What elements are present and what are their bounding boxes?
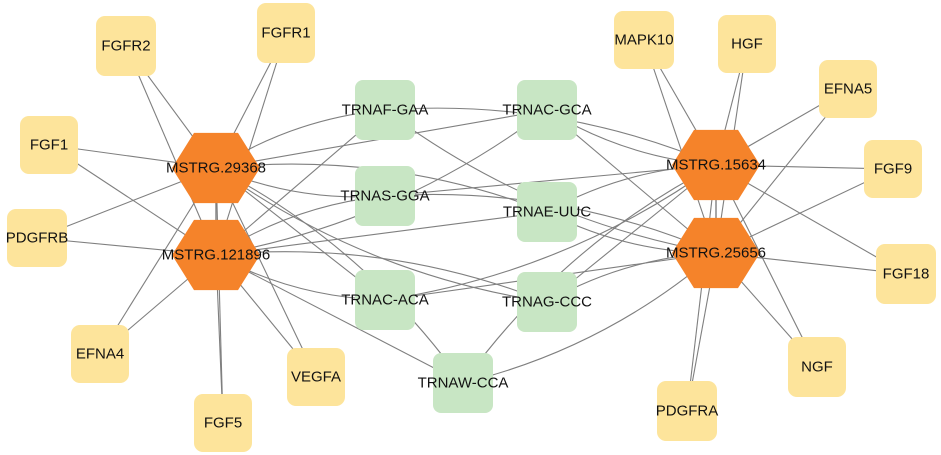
gene-node-mapk10[interactable]: MAPK10 — [614, 11, 674, 69]
hub-node-label: MSTRG.25656 — [666, 245, 766, 262]
edge-h4-t7 — [462, 252, 717, 384]
hub-node-mstrg-121896[interactable]: MSTRG.121896 — [162, 219, 270, 291]
edge-h1-t6 — [215, 167, 548, 303]
edge-h1-t7 — [215, 167, 464, 384]
gene-node-label: PDGFRB — [6, 230, 69, 247]
gene-node-shape — [718, 15, 776, 73]
hub-node-shape — [672, 217, 760, 289]
trna-node-shape — [517, 80, 577, 140]
hub-node-shape — [672, 129, 760, 201]
gene-node-shape — [819, 60, 877, 118]
gene-node-pdgfra[interactable]: PDGFRA — [656, 381, 719, 441]
trna-node-shape — [517, 182, 577, 242]
gene-node-label: FGF1 — [30, 137, 68, 154]
hub-node-mstrg-29368[interactable]: MSTRG.29368 — [166, 132, 266, 204]
trna-node-label: TRNAC-ACA — [341, 292, 429, 309]
gene-node-fgf1[interactable]: FGF1 — [20, 116, 78, 174]
gene-node-shape — [287, 348, 345, 406]
gene-node-label: EFNA5 — [824, 81, 872, 98]
trna-node-shape — [433, 353, 493, 413]
gene-node-vegfa[interactable]: VEGFA — [287, 348, 345, 406]
gene-node-shape — [614, 11, 674, 69]
gene-node-shape — [71, 325, 129, 383]
trna-node-shape — [517, 272, 577, 332]
hub-node-mstrg-25656[interactable]: MSTRG.25656 — [666, 217, 766, 289]
trna-node-shape — [355, 80, 415, 140]
gene-node-pdgfrb[interactable]: PDGFRB — [6, 209, 69, 267]
edge-h2-g2 — [215, 32, 287, 256]
edge-h4-g8 — [643, 39, 717, 254]
gene-node-efna5[interactable]: EFNA5 — [819, 60, 877, 118]
gene-node-shape — [876, 244, 936, 304]
gene-node-label: MAPK10 — [614, 32, 673, 49]
gene-node-label: FGF18 — [883, 266, 930, 283]
edge-h3-t5 — [384, 164, 717, 301]
edge-h1-g6 — [215, 167, 224, 424]
trna-node-shape — [355, 270, 415, 330]
trna-node-trnas-gga[interactable]: TRNAS-GGA — [340, 166, 430, 226]
gene-node-shape — [864, 140, 922, 198]
gene-node-shape — [20, 116, 78, 174]
trna-node-label: TRNAE-UUC — [503, 204, 591, 221]
hub-node-mstrg-15634[interactable]: MSTRG.15634 — [666, 129, 766, 201]
trna-node-trnaf-gaa[interactable]: TRNAF-GAA — [342, 80, 429, 140]
edge-h2-t4 — [215, 211, 548, 256]
gene-node-shape — [657, 381, 717, 441]
hub-node-label: MSTRG.15634 — [666, 157, 766, 174]
trna-node-label: TRNAG-CCC — [502, 294, 592, 311]
gene-node-shape — [7, 209, 67, 267]
gene-node-label: FGF5 — [204, 415, 242, 432]
gene-node-shape — [788, 337, 846, 397]
gene-node-label: PDGFRA — [656, 403, 719, 420]
gene-node-fgfr1[interactable]: FGFR1 — [257, 3, 315, 63]
trna-node-trnag-ccc[interactable]: TRNAG-CCC — [502, 272, 592, 332]
gene-node-label: HGF — [731, 36, 763, 53]
hub-node-label: MSTRG.121896 — [162, 247, 270, 264]
gene-node-label: FGF9 — [874, 161, 912, 178]
trna-node-trnaw-cca[interactable]: TRNAW-CCA — [418, 353, 509, 413]
hub-node-shape — [172, 219, 260, 291]
gene-node-fgfr2[interactable]: FGFR2 — [96, 16, 156, 76]
gene-node-ngf[interactable]: NGF — [788, 337, 846, 397]
trna-node-trnac-aca[interactable]: TRNAC-ACA — [341, 270, 429, 330]
trna-node-label: TRNAS-GGA — [340, 188, 429, 205]
trna-node-label: TRNAF-GAA — [342, 102, 429, 119]
gene-node-hgf[interactable]: HGF — [718, 15, 776, 73]
edge-h2-t6 — [215, 251, 548, 303]
gene-node-fgf18[interactable]: FGF18 — [876, 244, 936, 304]
gene-node-shape — [96, 16, 156, 76]
trna-node-trnae-uuc[interactable]: TRNAE-UUC — [503, 182, 591, 242]
gene-node-label: FGFR1 — [261, 25, 310, 42]
gene-node-label: NGF — [801, 359, 833, 376]
gene-node-efna4[interactable]: EFNA4 — [71, 325, 129, 383]
hub-node-shape — [172, 132, 260, 204]
gene-node-fgf9[interactable]: FGF9 — [864, 140, 922, 198]
gene-node-label: EFNA4 — [76, 346, 124, 363]
gene-node-shape — [257, 3, 315, 63]
gene-node-label: FGFR2 — [101, 38, 150, 55]
gene-node-shape — [194, 394, 252, 452]
edge-h3-t7 — [462, 164, 717, 384]
hub-node-label: MSTRG.29368 — [166, 160, 266, 177]
trna-node-trnac-gca[interactable]: TRNAC-GCA — [502, 80, 592, 140]
trna-node-label: TRNAC-GCA — [502, 102, 591, 119]
trna-node-label: TRNAW-CCA — [418, 375, 509, 392]
gene-node-label: VEGFA — [291, 369, 341, 386]
trna-node-shape — [355, 166, 415, 226]
gene-node-fgf5[interactable]: FGF5 — [194, 394, 252, 452]
